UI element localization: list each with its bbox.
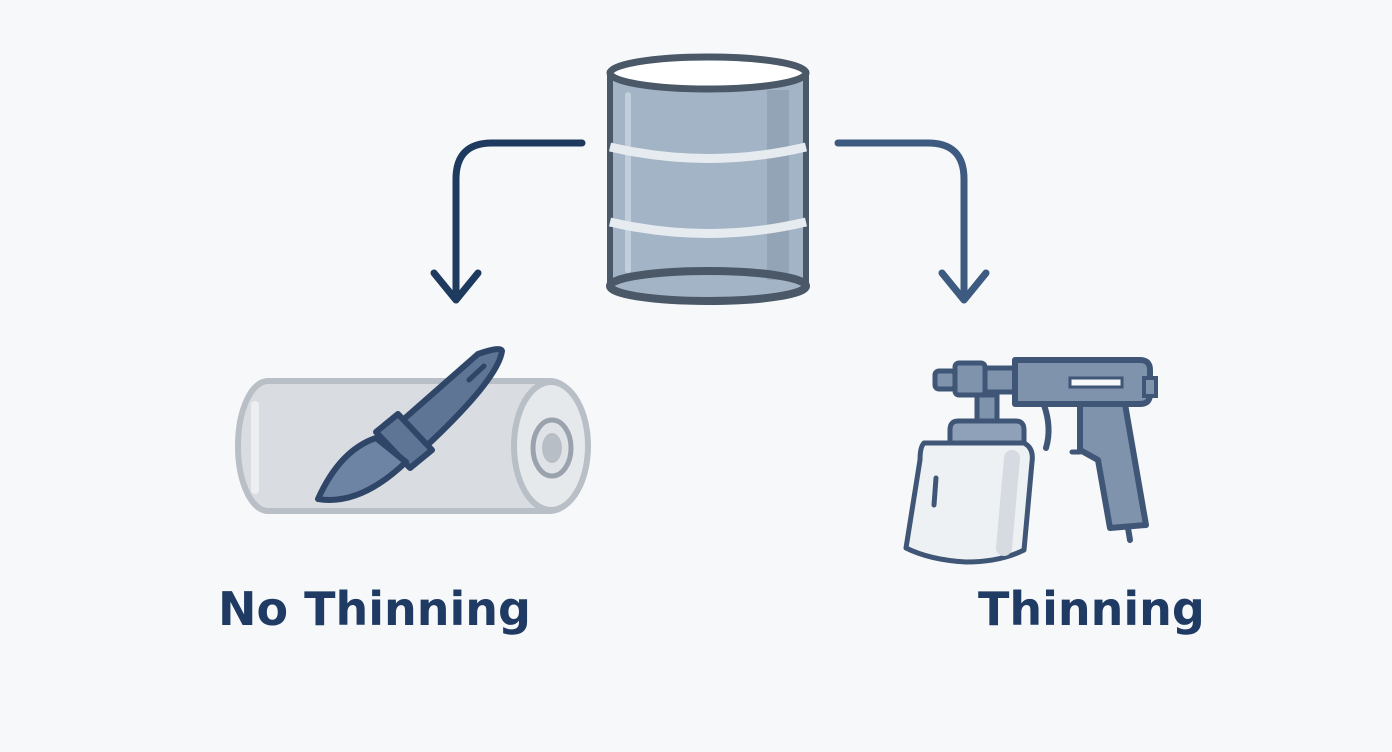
branch-label-no-thinning: No Thinning [218, 582, 531, 636]
arrow-down-icon [938, 269, 990, 304]
arrow-left [430, 139, 586, 304]
paint-cup-icon [903, 440, 1035, 565]
arrow-right [834, 139, 990, 304]
arrow-down-icon [430, 269, 482, 304]
connector-left [452, 139, 586, 302]
paint-drum-icon [606, 53, 810, 305]
paintbrush-icon [315, 346, 505, 503]
branch-label-thinning: Thinning [978, 582, 1205, 636]
connector-right [834, 139, 968, 302]
